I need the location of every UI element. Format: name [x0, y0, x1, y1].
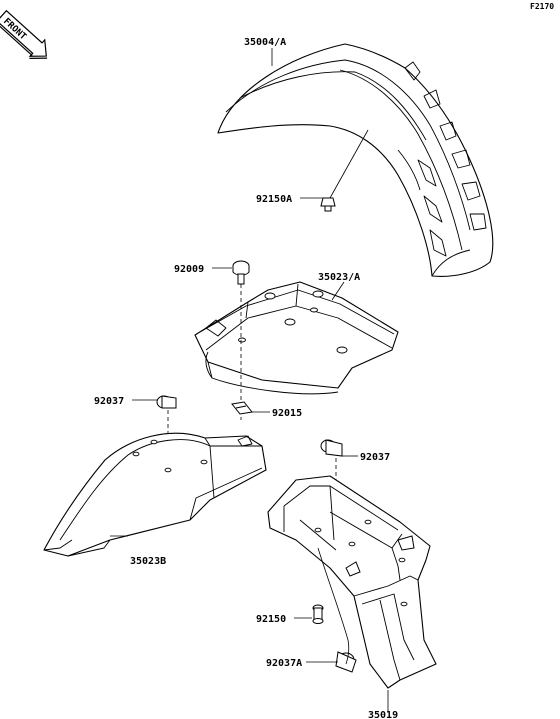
label-92015: 92015	[272, 408, 302, 419]
mud-guard-35023a	[194, 281, 399, 395]
label-35019: 35019	[368, 710, 398, 719]
clamp-92037-right	[320, 439, 343, 530]
front-badge: FRONT	[0, 9, 48, 59]
clip-nut-92015	[231, 401, 253, 415]
label-92009: 92009	[174, 264, 204, 275]
clamp-92037a	[335, 651, 357, 673]
inner-guard-35023b	[43, 432, 267, 557]
label-35004a: 35004/A	[244, 37, 286, 48]
figure-code: F2170	[530, 2, 554, 11]
label-92150: 92150	[256, 614, 286, 625]
label-92037-right: 92037	[360, 452, 390, 463]
label-92150a: 92150A	[256, 194, 292, 205]
rear-flap-35019	[267, 475, 437, 689]
rear-fender-35004a	[217, 43, 494, 277]
front-arrow-icon	[0, 9, 47, 57]
bolt-92150a	[320, 129, 369, 212]
label-35023a: 35023/A	[318, 272, 360, 283]
bolt-92150	[312, 604, 324, 624]
label-35023b: 35023B	[130, 556, 166, 567]
leader-lines	[110, 48, 389, 712]
wire-route	[317, 547, 350, 665]
screw-92009	[232, 260, 250, 420]
label-92037-left: 92037	[94, 396, 124, 407]
clamp-92037-left	[156, 395, 177, 470]
label-92037a: 92037A	[266, 658, 302, 669]
